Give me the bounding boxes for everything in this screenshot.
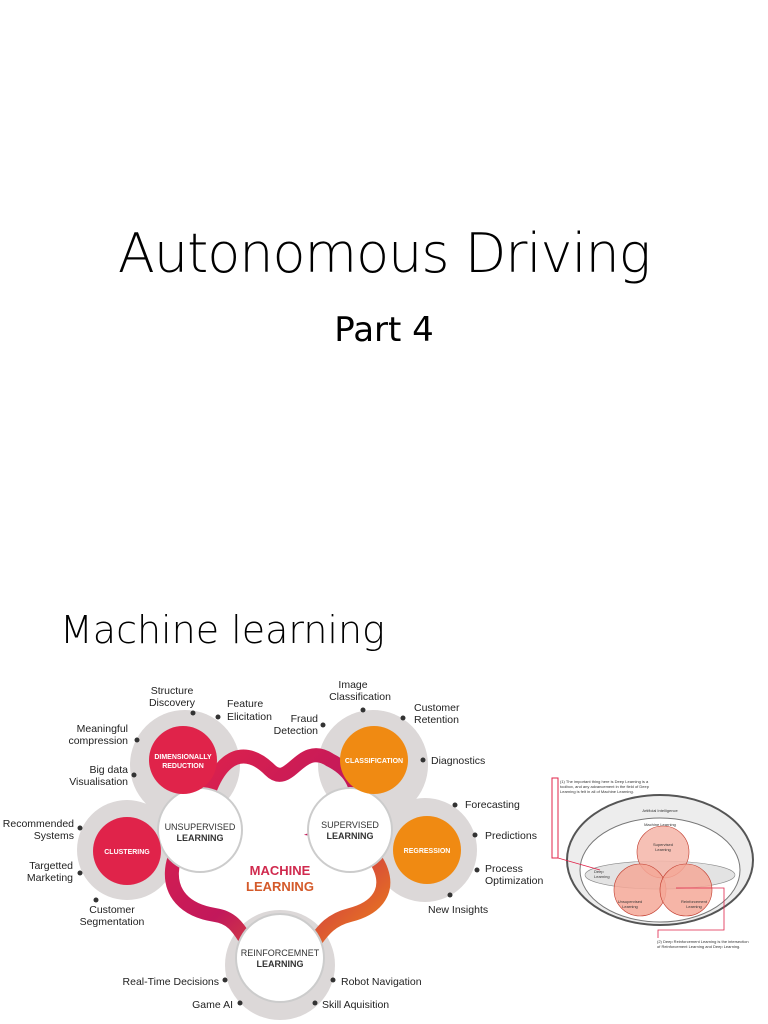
image-classification-2: Classification: [329, 691, 391, 703]
process-optimization-1: Process: [485, 863, 523, 875]
classification-circle: [340, 726, 408, 794]
realtime-decisions-label: Real-Time Decisions: [123, 976, 219, 988]
dimensionally-line1: DIMENSIONALLY: [154, 754, 212, 761]
venn-callout-bottom: [657, 887, 725, 938]
structure-discovery-2: Discovery: [149, 697, 196, 709]
customer-retention-2: Retention: [414, 714, 459, 726]
label-dots: [77, 707, 480, 1006]
process-optimization-2: Optimization: [485, 875, 544, 887]
venn-deep-2: Learning: [594, 874, 610, 879]
unsupervised-line2: LEARNING: [177, 833, 224, 843]
venn-supervised-1: Supervised: [653, 842, 673, 847]
recommended-systems-1: Recommended: [3, 818, 74, 830]
machine-learning-slide: Machine learning DIMENSIONALLY REDUCTION: [0, 570, 768, 1024]
venn-reinforcement-2: Learning: [686, 904, 702, 909]
venn-reinforcement: [659, 863, 713, 917]
venn-unsupervised-2: Learning: [622, 904, 638, 909]
venn-note-top-1: (1) The important thing here is Deep Lea…: [560, 779, 649, 784]
feature-elicitation-2: Elicitation: [227, 711, 272, 723]
regression-label: REGRESSION: [404, 848, 451, 855]
venn-supervised-2: Learning: [655, 847, 671, 852]
predictions-label: Predictions: [485, 830, 537, 842]
big-data-2: Visualisation: [69, 776, 128, 788]
unsupervised-line1: UNSUPERVISED: [165, 822, 236, 832]
targetted-marketing-2: Marketing: [27, 872, 73, 884]
venn-note-top-3: Learning is felt in all of Machine Learn…: [560, 789, 634, 794]
diagnostics-label: Diagnostics: [431, 755, 485, 767]
forecasting-label: Forecasting: [465, 799, 520, 811]
venn-diagram: (1) The important thing here is Deep Lea…: [551, 777, 754, 949]
venn-callout-top: [551, 777, 559, 859]
fraud-detection-2: Detection: [274, 725, 319, 737]
venn-callout-arrow: [557, 857, 601, 871]
customer-segmentation-2: Segmentation: [80, 916, 145, 928]
slide-subtitle: Part 4: [334, 310, 434, 350]
robot-navigation-label: Robot Navigation: [341, 976, 422, 988]
title-slide: Autonomous Driving Part 4: [117, 222, 652, 350]
slide-title: Autonomous Driving: [117, 222, 651, 285]
reinforcement-line1: REINFORCEMNET: [241, 948, 320, 958]
venn-reinforcement-1: Reinforcement: [681, 899, 708, 904]
customer-retention-1: Customer: [414, 702, 460, 714]
ml-diagram: DIMENSIONALLY REDUCTION CLUSTERING CLASS…: [3, 679, 754, 1020]
slide2-title: Machine learning: [60, 608, 385, 652]
clustering-label: CLUSTERING: [104, 849, 150, 856]
supervised-line2: LEARNING: [327, 831, 374, 841]
ml-loop: [164, 748, 391, 968]
venn-ml-label: Machine Learning: [644, 822, 676, 827]
new-insights-label: New Insights: [428, 904, 488, 916]
image-classification-1: Image: [338, 679, 367, 691]
venn-unsupervised-1: Unsupervised: [618, 899, 642, 904]
venn-deep-1: Deep: [594, 869, 604, 874]
classification-label: CLASSIFICATION: [345, 758, 403, 765]
skill-aquisition-label: Skill Aquisition: [322, 999, 389, 1011]
dimensionally-circle: [149, 726, 217, 794]
meaningful-compression-1: Meaningful: [77, 723, 128, 735]
venn-note-bottom-2: of Reinforcement Learning and Deep Learn…: [657, 944, 740, 949]
center-line1: MACHINE: [250, 863, 311, 878]
meaningful-compression-2: compression: [68, 735, 128, 747]
dimensionally-line2: REDUCTION: [162, 763, 204, 770]
fraud-detection-1: Fraud: [291, 713, 319, 725]
game-ai-label: Game AI: [192, 999, 233, 1011]
supervised-circle: [307, 787, 393, 873]
venn-note-bottom-1: (2) Deep Reinforcement Learning is the i…: [657, 939, 749, 944]
venn-ai-label: Artificial Intelligence: [642, 808, 678, 813]
targetted-marketing-1: Targetted: [29, 860, 73, 872]
big-data-1: Big data: [89, 764, 128, 776]
structure-discovery-1: Structure: [151, 685, 194, 697]
recommended-systems-2: Systems: [34, 830, 74, 842]
center-line2: LEARNING: [246, 879, 314, 894]
clustering-circle: [93, 817, 161, 885]
venn-note-top-2: toolbox, and any advancement in the fiel…: [560, 784, 650, 789]
customer-segmentation-1: Customer: [89, 904, 135, 916]
feature-elicitation-1: Feature: [227, 698, 263, 710]
supervised-line1: SUPERVISED: [321, 820, 379, 830]
reinforcement-line2: LEARNING: [257, 959, 304, 969]
reinforcement-circle: [235, 913, 325, 1003]
regression-circle: [393, 816, 461, 884]
